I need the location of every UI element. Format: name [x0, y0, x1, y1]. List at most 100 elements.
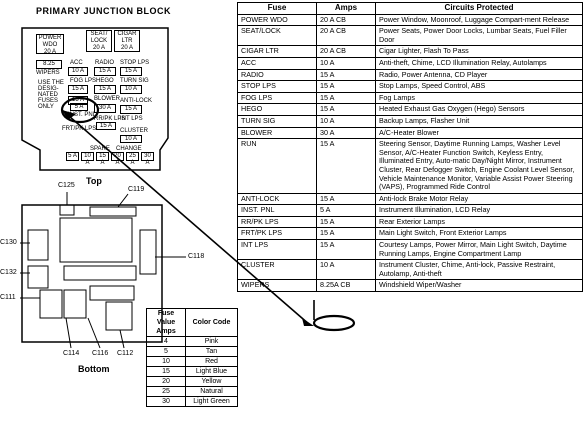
fuse-table-fuse-cell: RUN	[237, 138, 317, 194]
fuse-table-circuits-cell: Main Light Switch, Front Exterior Lamps	[375, 227, 583, 241]
spare-fuse-5: 5 A	[66, 152, 79, 161]
fuse-table-amps-cell: 15 A	[316, 68, 376, 82]
connector-pins	[27, 204, 157, 331]
fuse-seat-lock-amp: 20 A	[92, 45, 105, 51]
fuse-table-amps-cell: 8.25A CB	[316, 279, 376, 293]
fuse-frt-pk-lps-label: FRT/PK LPS	[62, 126, 97, 132]
spare-fuse-10: 10 A	[81, 152, 94, 166]
fuse-table-circuits-cell: Windshield Wiper/Washer	[375, 279, 583, 293]
bottom-view-label: Bottom	[78, 364, 110, 374]
fuse-table-fuse-cell: RADIO	[237, 68, 317, 82]
fuse-fog-lps-label: FOG LPS	[70, 78, 97, 84]
fuse-table-fuse-cell: CIGAR LTR	[237, 45, 317, 58]
fuse-hego-amp: 15 A	[94, 85, 116, 94]
spare-fuse-15: 15 A	[96, 152, 109, 166]
connector-c116: C116	[92, 350, 109, 357]
color-code-color: Tan	[185, 346, 238, 357]
fuse-turn-sig-amp: 10 A	[120, 85, 142, 94]
fuse-table-circuits-cell: Radio, Power Antenna, CD Player	[375, 68, 583, 82]
fuse-table-circuits-cell: Instrument Cluster, Chime, Anti-lock, Pa…	[375, 259, 583, 281]
color-code-color: Light Blue	[185, 366, 238, 377]
connector-c119: C119	[128, 186, 145, 193]
fuse-table-circuits-cell: Fog Lamps	[375, 91, 583, 105]
top-view-label: Top	[86, 176, 102, 186]
fuse-table-circuits-cell: Cigar Lighter, Flash To Pass	[375, 45, 583, 58]
top-view-title: PRIMARY JUNCTION BLOCK	[36, 6, 172, 16]
fuse-run-amp: 15 A	[68, 96, 88, 105]
fuse-wipers-label: WIPERS	[36, 70, 60, 76]
fuse-table-amps-cell: 20 A CB	[316, 45, 376, 58]
fuse-table-amps-cell: 15 A	[316, 239, 376, 261]
fuse-hego-label: HEGO	[96, 78, 114, 84]
connector-c111: C111	[0, 294, 16, 301]
fuse-table-fuse-cell: SEAT/LOCK	[237, 25, 317, 47]
leader-lines	[20, 192, 186, 349]
connector-c132: C132	[0, 269, 17, 276]
fuse-table-circuits-cell: Stop Lamps, Speed Control, ABS	[375, 80, 583, 93]
connector-c130: C130	[0, 239, 17, 246]
fuse-power-wdo-amp: 20 A	[43, 49, 56, 55]
bottom-center-window	[59, 217, 133, 263]
connector-c125: C125	[58, 182, 75, 189]
fuse-table-circuits-cell: Power Window, Moonroof, Luggage Compart-…	[375, 13, 583, 27]
fuse-fog-lps-amp: 15 A	[68, 85, 88, 94]
fuse-int-lps-label: INT LPS	[120, 116, 143, 122]
color-code-amps: 4	[146, 336, 186, 347]
color-code-amps: 10	[146, 356, 186, 367]
fuse-table-fuse-cell: FOG LPS	[237, 91, 317, 105]
fuse-int-lps-amp: 15 A	[96, 122, 116, 130]
connector-c114: C114	[63, 350, 80, 357]
fuse-power-wdo: POWER WDO 20 A	[36, 34, 64, 55]
fuse-table-fuse-cell: WIPERS	[237, 279, 317, 293]
fuse-table-fuse-cell: RR/PK LPS	[237, 215, 317, 229]
fuse-rr-pk-lps-label: RR/PK LPS	[94, 116, 126, 122]
fuse-table-circuits-cell: Rear Exterior Lamps	[375, 215, 583, 229]
arrow-head-right	[302, 318, 314, 326]
fuse-anti-lock-amp: 15 A	[120, 105, 142, 114]
fuse-table-circuits-cell: Heated Exhaust Gas Oxygen (Hego) Sensors	[375, 103, 583, 116]
color-code-amps: 15	[146, 366, 186, 377]
fuse-radio-label: RADIO	[95, 60, 115, 66]
fuse-cigar-ltr: CIGAR LTR 20 A	[114, 30, 140, 52]
spare-fuse-30: 30 A	[141, 152, 154, 166]
color-code-color: Light Green	[185, 396, 238, 407]
connector-c118: C118	[188, 253, 205, 260]
fuse-table-fuse-cell: ACC	[237, 56, 317, 70]
inst-pnl-right-highlight	[312, 314, 356, 332]
fuse-blower-label: BLOWER	[94, 96, 121, 102]
junction-block-outline	[21, 27, 169, 171]
color-code-color: Yellow	[185, 376, 238, 387]
color-code-color: Pink	[185, 336, 238, 347]
color-table-header-color: Color Code	[185, 308, 238, 337]
fuse-table-circuits-cell: Anti-theft, Chime, LCD Illumination Rela…	[375, 56, 583, 70]
change-label: CHANGE	[116, 146, 142, 152]
fuse-table-fuse-cell: CLUSTER	[237, 259, 317, 281]
fuse-table-amps-cell: 30 A	[316, 126, 376, 140]
color-code-amps: 25	[146, 386, 186, 397]
fuse-anti-lock-label: ANTI-LOCK	[120, 98, 153, 104]
fuse-table-amps-cell: 20 A CB	[316, 25, 376, 47]
arrow-head-left	[62, 110, 76, 120]
fuse-table-amps-cell: 10 A	[316, 259, 376, 281]
fuse-table-amps-cell: 20 A CB	[316, 13, 376, 27]
fuse-stop-lps-amp: 15 A	[120, 67, 142, 76]
spare-fuse-row: 5 A 10 A 15 A 20 A 25 A 30 A	[66, 152, 154, 166]
fuse-table-circuits-cell: A/C-Heater Blower	[375, 126, 583, 140]
